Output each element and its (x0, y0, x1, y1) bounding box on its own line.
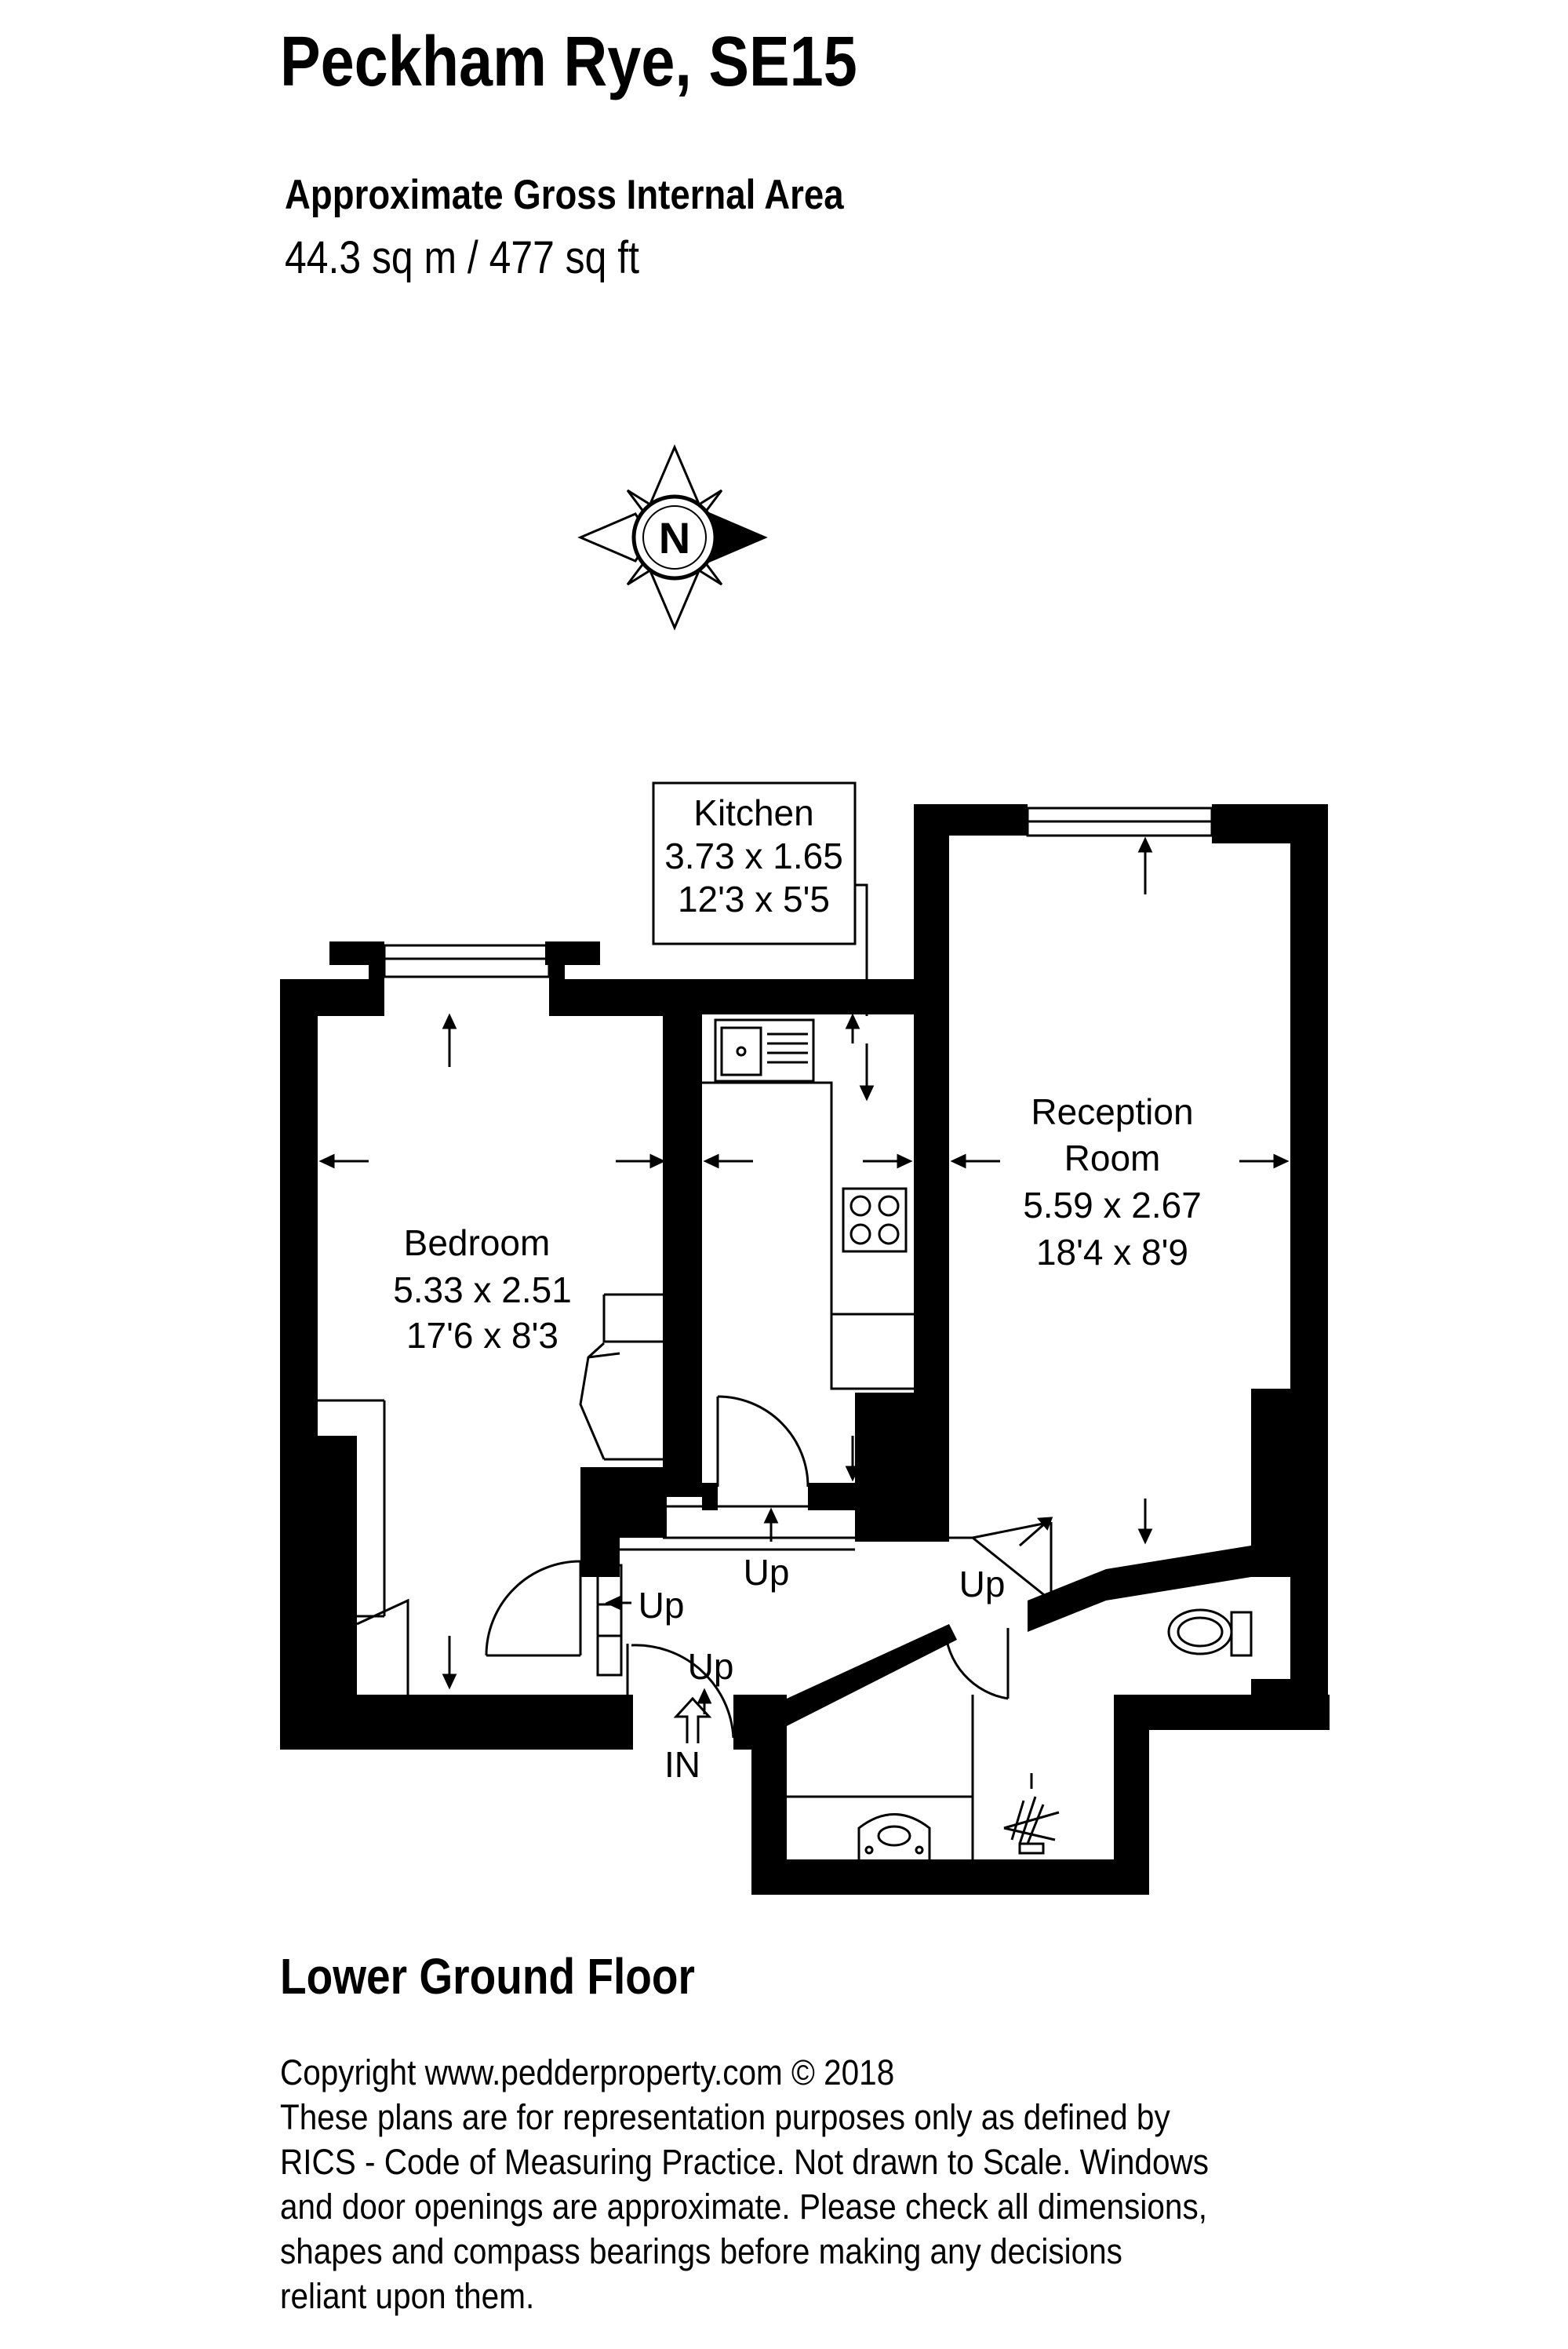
disclaimer-line: RICS - Code of Measuring Practice. Not d… (280, 2142, 1209, 2182)
reception-imperial: 18'4 x 8'9 (1036, 1232, 1188, 1273)
stairs-up-left: Up (638, 1585, 685, 1626)
disclaimer-line: and door openings are approximate. Pleas… (280, 2187, 1207, 2227)
stair-arrows (605, 1507, 1053, 1714)
disclaimer: Copyright www.pedderproperty.com © 2018 … (280, 2050, 1209, 2318)
entrance-label: IN (664, 1744, 700, 1785)
bedroom-name: Bedroom (404, 1222, 551, 1263)
stairs-up-kitchen: Up (744, 1552, 790, 1593)
disclaimer-line: Copyright www.pedderproperty.com © 2018 (280, 2052, 895, 2092)
disclaimer-line: reliant upon them. (280, 2276, 535, 2316)
reception-name-line2: Room (1064, 1138, 1161, 1178)
disclaimer-line: These plans are for representation purpo… (280, 2097, 1170, 2137)
entrance-arrow-icon (673, 1696, 712, 1743)
dimension-arrows (318, 836, 1290, 1690)
walls (280, 804, 1330, 1895)
area-value: 44.3 sq m / 477 sq ft (285, 232, 639, 283)
reception-name-line1: Reception (1031, 1091, 1193, 1132)
floor-name: Lower Ground Floor (280, 1948, 695, 2005)
stairs-up-reception: Up (959, 1564, 1006, 1604)
kitchen-imperial: 12'3 x 5'5 (678, 879, 830, 920)
interior-lines (318, 781, 1253, 1859)
compass-letter: N (659, 513, 690, 563)
bedroom-metric: 5.33 x 2.51 (393, 1269, 572, 1310)
bedroom-imperial: 17'6 x 8'3 (406, 1315, 558, 1356)
page-title: Peckham Rye, SE15 (280, 23, 857, 101)
stairs-up-entrance: Up (688, 1646, 734, 1687)
disclaimer-line: shapes and compass bearings before makin… (280, 2231, 1122, 2271)
compass-rose-icon: N (577, 444, 768, 631)
area-label: Approximate Gross Internal Area (285, 172, 844, 218)
reception-metric: 5.59 x 2.67 (1023, 1185, 1202, 1225)
kitchen-metric: 3.73 x 1.65 (664, 836, 843, 876)
kitchen-name: Kitchen (693, 792, 813, 833)
